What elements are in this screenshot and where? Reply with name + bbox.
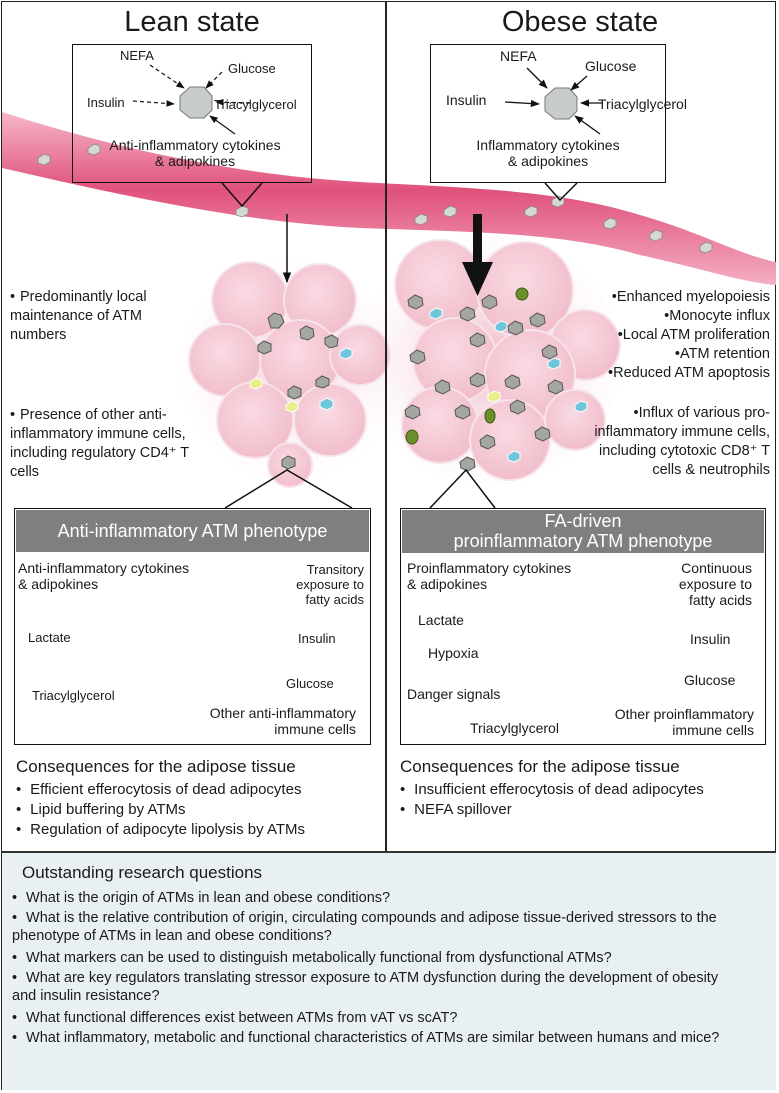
- lean-consequence-1: • Efficient efferocytosis of dead adipoc…: [16, 781, 302, 798]
- obese-phenotype-title: FA-driven proinflammatory ATM phenotype: [402, 510, 764, 553]
- obese-state-title: Obese state: [501, 6, 659, 38]
- section-divider: [2, 851, 776, 853]
- obese-pheno-insulin: Insulin: [690, 631, 731, 647]
- lean-glucose-label: Glucose: [228, 61, 276, 76]
- lean-phenotype-title: Anti-inflammatory ATM phenotype: [16, 510, 369, 552]
- research-question-2: • What is the relative contribution of o…: [12, 910, 717, 944]
- research-questions-panel: [2, 853, 776, 1090]
- obese-pheno-lactate: Lactate: [418, 612, 464, 628]
- obese-bullet-4: •ATM retention: [674, 346, 770, 362]
- obese-consequences-title: Consequences for the adipose tissue: [400, 757, 680, 776]
- lean-t-cells: [249, 347, 353, 413]
- obese-pheno-other: Other proinflammatory immune cells: [614, 706, 754, 738]
- obese-bullet-5: •Reduced ATM apoptosis: [608, 365, 770, 381]
- obese-pheno-danger: Danger signals: [407, 686, 501, 702]
- obese-t-cells: [429, 307, 588, 463]
- obese-tag-label: Triacylglycerol: [598, 96, 687, 112]
- obese-neutrophils: [405, 287, 529, 445]
- obese-callout: [544, 182, 578, 202]
- lean-callout: [221, 182, 263, 208]
- lean-insulin-label: Insulin: [87, 95, 125, 110]
- lean-consequence-3: • Regulation of adipocyte lipolysis by A…: [16, 821, 306, 838]
- lean-macrophages: [257, 312, 339, 470]
- lean-pheno-other: Other anti-inflammatory immune cells: [209, 705, 356, 737]
- research-question-4: • What are key regulators translating st…: [12, 970, 719, 1004]
- lean-bullet-2: •Presence of other anti-inflammatory imm…: [10, 407, 189, 480]
- lean-pheno-glucose: Glucose: [286, 676, 334, 691]
- lean-pheno-fatty-acids: Transitory exposure to fatty acids: [296, 562, 364, 607]
- lean-bullet-1: •Predominantly local maintenance of ATM …: [10, 289, 147, 343]
- lean-input-macrophage: [179, 86, 213, 119]
- research-question-6: • What inflammatory, metabolic and funct…: [12, 1030, 720, 1046]
- lean-pheno-cytokines: Anti-inflammatory cytokines & adipokines: [18, 560, 190, 592]
- obese-pheno-cytokines: Proinflammatory cytokines & adipokines: [407, 560, 572, 592]
- obese-pheno-glucose: Glucose: [684, 672, 736, 688]
- obese-nefa-label: NEFA: [500, 48, 537, 64]
- obese-bullet-1: •Enhanced myelopoiesis: [611, 289, 770, 305]
- obese-consequence-1: • Insufficient efferocytosis of dead adi…: [400, 781, 704, 798]
- column-divider: [385, 2, 387, 852]
- obese-pheno-hypoxia: Hypoxia: [428, 645, 479, 661]
- lean-pheno-insulin: Insulin: [298, 631, 336, 646]
- research-question-3: • What markers can be used to distinguis…: [12, 950, 612, 966]
- research-questions-title: Outstanding research questions: [22, 863, 263, 882]
- lean-pheno-lactate: Lactate: [28, 630, 71, 645]
- obese-input-macrophage: [544, 87, 578, 120]
- obese-consequence-2: • NEFA spillover: [400, 801, 512, 818]
- research-question-1: • What is the origin of ATMs in lean and…: [12, 890, 391, 906]
- blood-vessel: [2, 112, 776, 285]
- lean-phenotype-callout: [224, 469, 353, 509]
- research-question-5: • What functional differences exist betw…: [12, 1010, 458, 1026]
- lean-input-box: [72, 44, 312, 183]
- lean-tag-label: Triacylglycerol: [214, 97, 297, 112]
- lean-pheno-tag: Triacylglycerol: [32, 688, 115, 703]
- obese-glucose-label: Glucose: [585, 58, 637, 74]
- obese-insulin-label: Insulin: [446, 92, 487, 108]
- obese-macrophages: [404, 294, 564, 472]
- obese-cytokines-label: Inflammatory cytokines & adipokines: [476, 137, 620, 169]
- lean-nefa-label: NEFA: [120, 48, 154, 63]
- lean-state-title: Lean state: [124, 6, 260, 38]
- lean-cytokines-label: Anti-inflammatory cytokines & adipokines: [109, 137, 281, 169]
- vessel-particles: [37, 143, 713, 254]
- obese-pheno-tag: Triacylglycerol: [470, 720, 559, 736]
- obese-bullet-3: •Local ATM proliferation: [617, 327, 770, 343]
- obese-phenotype-callout: [429, 468, 496, 509]
- obese-pheno-fatty-acids: Continuous exposure to fatty acids: [678, 560, 752, 608]
- obese-input-box: [430, 44, 666, 183]
- obese-bullet-6: •Influx of various pro-inflammatory immu…: [594, 405, 770, 478]
- lean-consequences-title: Consequences for the adipose tissue: [16, 757, 296, 776]
- lean-consequence-2: • Lipid buffering by ATMs: [16, 801, 186, 818]
- obese-down-arrow: [462, 214, 493, 296]
- obese-bullet-2: •Monocyte influx: [664, 308, 770, 324]
